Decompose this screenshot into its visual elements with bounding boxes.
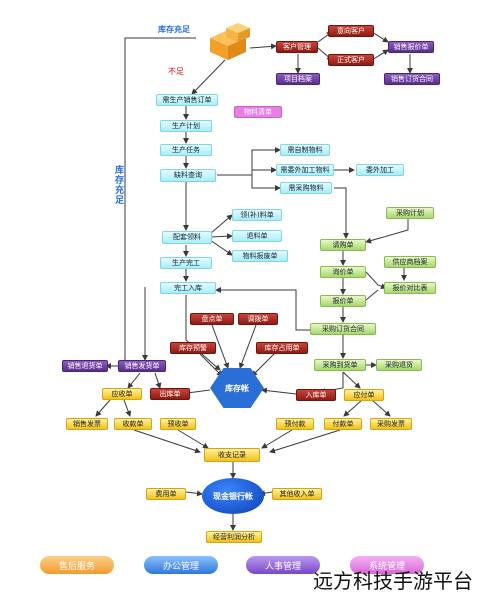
scrap-order-node: 物料报废单: [232, 250, 288, 262]
line-insufficient: [191, 59, 226, 95]
production-complete-node: 生产完工: [160, 257, 212, 269]
sales-quote-node: 销售报价单: [388, 41, 434, 53]
receivable-node: 应收单: [102, 388, 142, 400]
transfer-order-node: 调拨单: [238, 313, 278, 325]
expense-order-node: 费用单: [146, 488, 186, 500]
profit-analysis-node: 经营利润分析: [206, 531, 262, 543]
advance-receipt-node: 预收单: [160, 418, 196, 430]
cash-bank-ledger-hub: 现金银行帐: [202, 478, 264, 514]
module-after-sales: 售后服务: [40, 556, 114, 574]
outsource-processing-node: 委外加工: [356, 164, 404, 176]
warehouse-boxes-icon: [206, 22, 252, 66]
income-expense-node: 收支记录: [204, 448, 260, 462]
prepayment-node: 预付款: [276, 418, 314, 430]
stock-out-node: 出库单: [150, 388, 190, 400]
material-issue-node: 配套领料: [162, 231, 212, 244]
line-stock-sufficient: [124, 37, 196, 360]
purchase-return-node: 采购退货: [376, 359, 422, 371]
purchase-material-node: 需采购物料: [280, 182, 332, 194]
material-query-node: 缺料查询: [160, 169, 216, 182]
stock-usage-node: 库存占用单: [256, 342, 308, 354]
supplement-order-node: 领(补)料单: [232, 209, 282, 221]
outsourced-material-node: 需委外加工物料: [276, 164, 334, 176]
request-order-node: 请购单: [320, 239, 366, 251]
stock-sufficient-vertical-label: 库存充足: [113, 165, 123, 205]
return-order-node: 退料单: [232, 230, 282, 242]
watermark: 远方科技手游平台: [313, 569, 473, 593]
self-made-material-node: 需自制物料: [280, 144, 330, 156]
stock-warning-node: 库存预警: [170, 342, 216, 354]
purchase-arrival-node: 采购到货单: [314, 359, 366, 371]
payable-node: 应付单: [344, 389, 384, 401]
intent-customer-node: 意向客户: [328, 25, 374, 37]
complete-stock-in-node: 完工入库: [160, 282, 216, 294]
sales-invoice-node: 销售发票: [66, 418, 108, 430]
purchase-plan-node: 采购计划: [386, 207, 434, 219]
project-archive-node: 项目档案: [276, 73, 320, 85]
stock-sufficient-label: 库存充足: [158, 25, 190, 34]
line-contract-to-stockin: [215, 287, 310, 331]
formal-customer-node: 正式客户: [328, 54, 374, 66]
material-list-node: 物料清单: [234, 106, 282, 118]
module-office: 办公管理: [144, 556, 218, 574]
supplier-archive-node: 供应商档案: [384, 256, 436, 268]
receipt-order-node: 收款单: [114, 418, 152, 430]
check-order-node: 盘点单: [190, 313, 234, 325]
quote-compare-node: 报价对比表: [384, 282, 436, 294]
production-plan-node: 生产计划: [160, 120, 212, 132]
payment-order-node: 付款单: [324, 418, 362, 430]
production-sales-order-node: 需生产销售订单: [156, 94, 218, 106]
sales-delivery-node: 销售发货单: [118, 360, 166, 372]
production-task-node: 生产任务: [160, 144, 212, 156]
insufficient-label: 不足: [168, 67, 184, 76]
quote-order-node: 报价单: [320, 295, 366, 307]
sales-contract-node: 销售订货合同: [384, 73, 440, 85]
purchase-invoice-node: 采购发票: [370, 418, 412, 430]
module-system: 系统管理: [350, 556, 424, 574]
line-box-to-customer: [249, 43, 277, 50]
purchase-contract-node: 采购订货合同: [310, 323, 376, 335]
inquiry-order-node: 询价单: [320, 266, 366, 278]
module-hr: 人事管理: [246, 556, 320, 574]
other-income-node: 其他收入单: [272, 488, 322, 500]
customer-mgmt-node: 客户管理: [276, 41, 318, 53]
sales-return-node: 销售退货单: [62, 360, 108, 372]
stock-in-node: 入库单: [296, 389, 336, 401]
